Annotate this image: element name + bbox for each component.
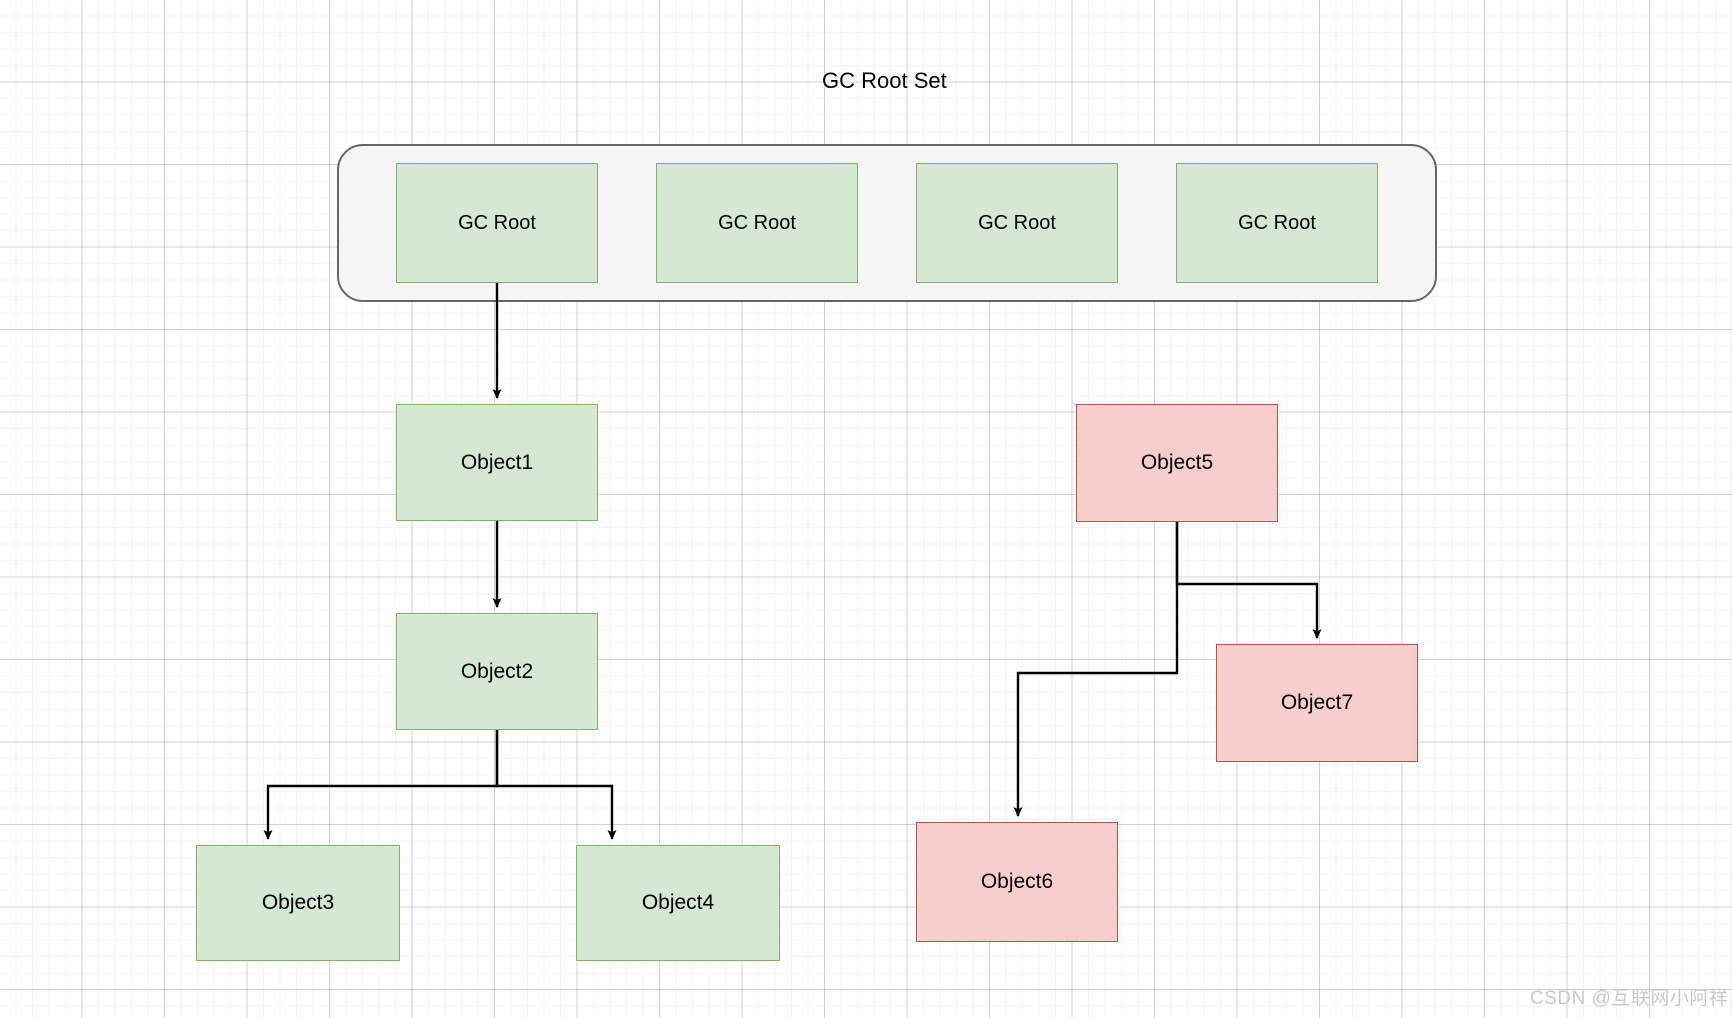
object-node-object6[interactable]: Object6 <box>916 822 1118 942</box>
page-title: GC Root Set <box>822 68 947 93</box>
edge-object2-to-object4 <box>495 730 617 840</box>
edge-object2-to-object3 <box>263 730 499 840</box>
gc-root-box-3[interactable]: GC Root <box>916 163 1118 283</box>
object-node-object1[interactable]: Object1 <box>396 404 598 521</box>
object-node-object3[interactable]: Object3 <box>196 845 400 961</box>
gc-root-box-1[interactable]: GC Root <box>396 163 598 283</box>
object-node-object2[interactable]: Object2 <box>396 613 598 730</box>
gc-root-box-4[interactable]: GC Root <box>1176 163 1378 283</box>
object-node-object4[interactable]: Object4 <box>576 845 780 961</box>
csdn-watermark: CSDN @互联网小阿祥 <box>1530 988 1729 1009</box>
edge-object5-to-object6 <box>1013 522 1179 817</box>
gc-root-box-2[interactable]: GC Root <box>656 163 858 283</box>
edge-object5-to-object7 <box>1175 522 1322 639</box>
object-node-object7[interactable]: Object7 <box>1216 644 1418 762</box>
object-node-object5[interactable]: Object5 <box>1076 404 1278 522</box>
